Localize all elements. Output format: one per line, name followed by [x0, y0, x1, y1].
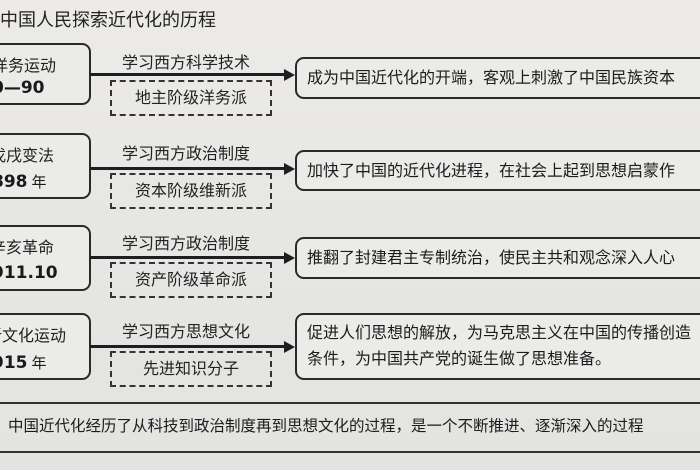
event-box: 新文化运动 915年 — [0, 313, 91, 380]
event-box: 辛亥革命 911.10 — [0, 225, 91, 291]
event-date: 898年 — [0, 172, 47, 192]
event-date: 0—90 — [0, 78, 45, 98]
result-text-line-1: 促进人们思想的解放，为马克思主义在中国的传播创造 — [307, 323, 692, 342]
arrow-line — [90, 256, 286, 259]
event-name: 辛亥革命 — [0, 238, 55, 257]
method-label: 学习西方政治制度 — [122, 144, 251, 163]
summary-bottom-rule — [0, 451, 700, 453]
class-group-box: 先进知识分子 — [110, 351, 272, 387]
method-label: 学习西方科学技术 — [122, 53, 251, 72]
arrow-line — [90, 167, 286, 170]
summary-text: 中国近代化经历了从科技到政治制度再到思想文化的过程，是一个不断推进、逐渐深入的过… — [8, 417, 644, 435]
result-text: 加快了中国的近代化进程，在社会上起到思想启蒙作 — [307, 161, 676, 180]
summary-top-rule — [0, 402, 700, 404]
class-group-box: 资本阶级维新派 — [110, 173, 272, 209]
arrow-head-icon — [284, 340, 295, 353]
result-text-line-2: 条件，为中国共产党的诞生做了思想准备。 — [307, 349, 612, 368]
class-group-box: 资产阶级革命派 — [110, 262, 272, 298]
diagram-title: 中国人民探索近代化的历程 — [0, 10, 216, 31]
result-box: 加快了中国的近代化进程，在社会上起到思想启蒙作 — [295, 150, 700, 191]
method-label: 学习西方政治制度 — [122, 234, 251, 253]
arrow-head-icon — [284, 68, 295, 81]
arrow-line — [90, 345, 286, 348]
result-box: 促进人们思想的解放，为马克思主义在中国的传播创造 条件，为中国共产党的诞生做了思… — [295, 313, 700, 380]
result-box: 推翻了封建君主专制统治，使民主共和观念深入人心 — [295, 237, 700, 279]
result-box: 成为中国近代化的开端，客观上刺激了中国民族资本 — [295, 57, 700, 99]
arrow-head-icon — [284, 251, 295, 264]
event-date: 915年 — [0, 353, 47, 373]
arrow-line — [90, 73, 286, 76]
result-text: 推翻了封建君主专制统治，使民主共和观念深入人心 — [307, 248, 676, 267]
event-name: 洋务运动 — [0, 56, 57, 75]
class-group-box: 地主阶级洋务派 — [110, 80, 272, 116]
event-date: 911.10 — [0, 263, 58, 283]
arrow-head-icon — [284, 162, 295, 175]
result-text: 成为中国近代化的开端，客观上刺激了中国民族资本 — [307, 68, 676, 87]
event-name: 戊戌变法 — [0, 146, 55, 165]
event-name: 新文化运动 — [0, 326, 67, 345]
event-box: 戊戌变法 898年 — [0, 133, 91, 199]
method-label: 学习西方思想文化 — [122, 322, 251, 341]
event-box: 洋务运动 0—90 — [0, 43, 91, 105]
